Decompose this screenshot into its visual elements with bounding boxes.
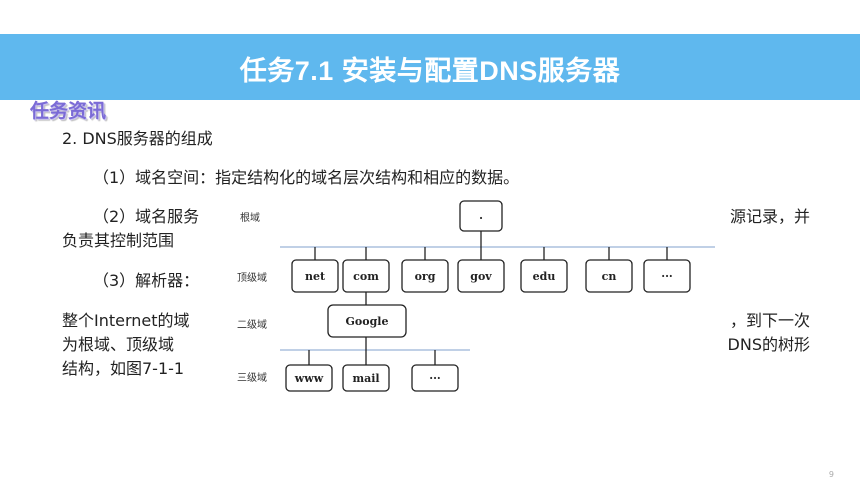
second-level-node-google: Google — [327, 304, 407, 338]
level-label-third: 三级域 — [237, 371, 267, 384]
top-level-node-gov: gov — [457, 259, 505, 293]
top-node-label: org — [415, 270, 436, 283]
paragraph-line1-right: ，到下一次 — [729, 311, 810, 330]
top-node-label: ··· — [661, 270, 673, 283]
level-label-second: 二级域 — [237, 318, 267, 331]
root-node-label: . — [479, 209, 483, 222]
dns-tree-figure: 根域 顶级域 二级域 三级域 . — [230, 195, 719, 393]
page-title: 任务7.1 安装与配置DNS服务器 — [239, 56, 621, 86]
content-heading: 2. DNS服务器的组成 — [62, 129, 213, 148]
third-node-label: ··· — [429, 372, 441, 385]
top-level-node-edu: edu — [520, 259, 568, 293]
top-level-node-net: net — [291, 259, 339, 293]
second-node-label: Google — [346, 315, 389, 328]
root-node: . — [459, 200, 503, 232]
top-level-node-com: com — [342, 259, 390, 293]
top-node-label: net — [305, 270, 326, 283]
third-level-node-mail: mail — [342, 364, 390, 392]
item-resolver: （3）解析器： — [93, 271, 200, 290]
third-node-label: mail — [352, 372, 379, 385]
top-node-label: edu — [533, 270, 556, 283]
item-name-server: （2）域名服务 — [93, 207, 200, 226]
top-node-label: cn — [602, 270, 617, 283]
title-bar — [0, 34, 860, 100]
dns-tree-diagram: 根域 顶级域 二级域 三级域 . — [237, 200, 715, 392]
section-label: 任务资讯 — [30, 100, 107, 122]
root-connectors — [308, 231, 668, 365]
top-node-label: com — [353, 270, 379, 283]
item-name-server-right: 源记录，并 — [729, 207, 810, 226]
paragraph-line2-right: DNS的树形 — [727, 335, 810, 354]
paragraph-line1: 整个Internet的域 — [62, 311, 190, 330]
level-label-top: 顶级域 — [237, 271, 267, 284]
page-number: 9 — [828, 470, 834, 479]
level-label-root: 根域 — [240, 211, 260, 224]
top-node-label: gov — [470, 270, 492, 283]
paragraph-line2: 为根域、顶级域 — [62, 335, 175, 354]
top-level-node-more: ··· — [643, 259, 691, 293]
third-level-node-more: ··· — [411, 364, 459, 392]
top-level-node-cn: cn — [585, 259, 633, 293]
third-level-node-www: www — [285, 364, 333, 392]
third-node-label: www — [294, 372, 324, 385]
top-level-node-org: org — [401, 259, 449, 293]
paragraph-line3: 结构，如图7-1-1 — [62, 359, 185, 378]
item-domain-space: （1）域名空间：指定结构化的域名层次结构和相应的数据。 — [93, 168, 520, 187]
item-name-server-line2: 负责其控制范围 — [62, 231, 175, 250]
